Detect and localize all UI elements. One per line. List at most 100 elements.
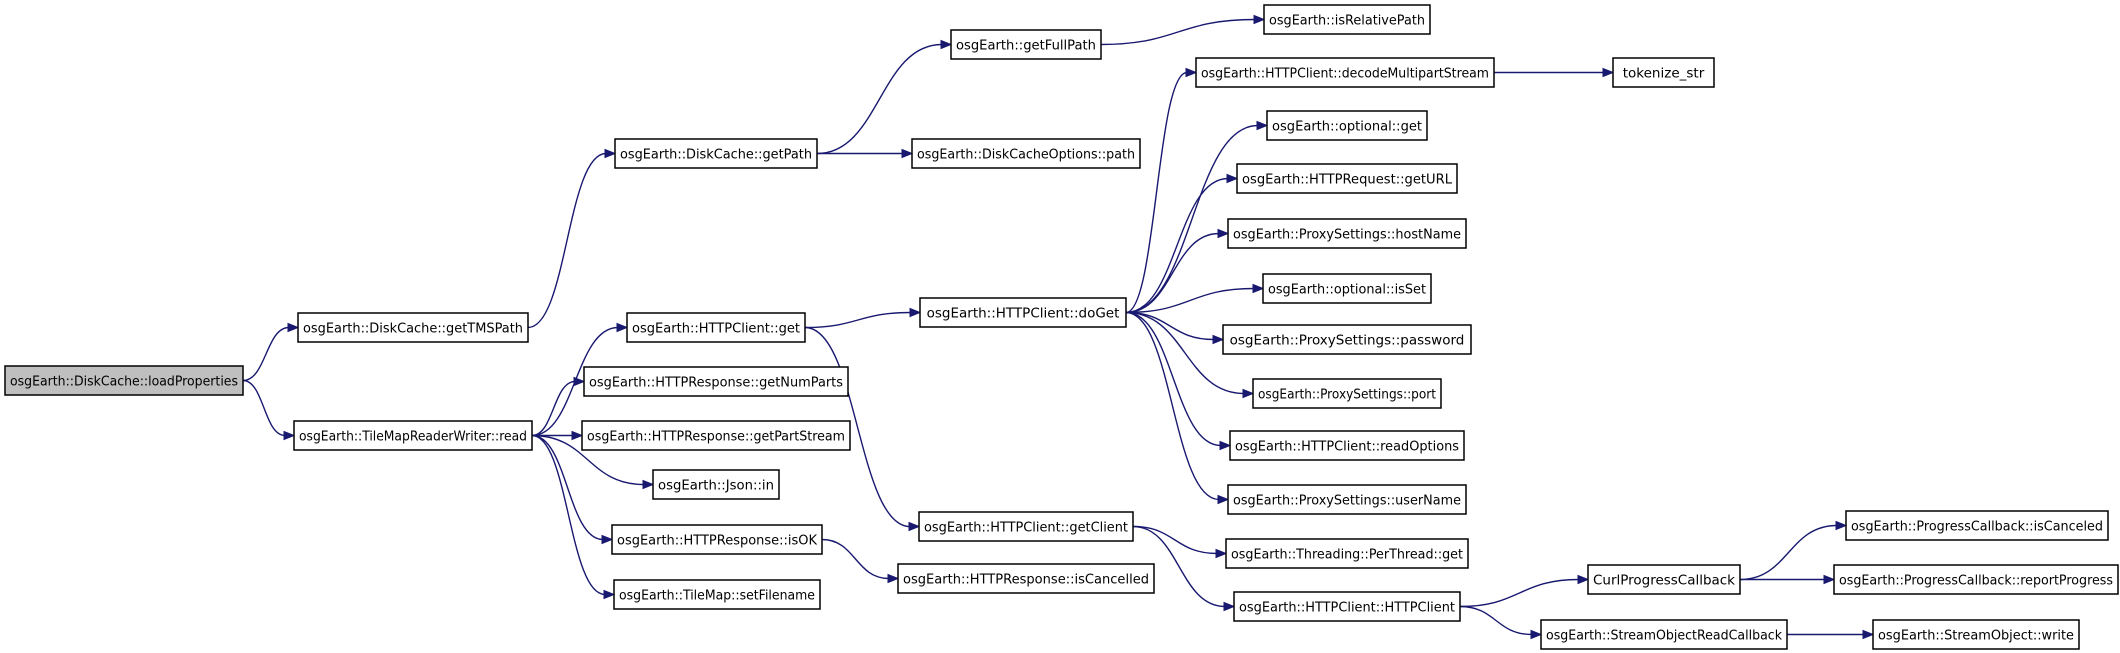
edge-arrowhead <box>1256 120 1269 131</box>
node-label: osgEarth::HTTPResponse::getPartStream <box>587 429 845 445</box>
edge-line <box>1132 525 1218 555</box>
node-box <box>1225 538 1469 569</box>
node-user-name[interactable]: osgEarth::ProxySettings::userName <box>1227 484 1467 515</box>
node-label: osgEarth::ProxySettings::hostName <box>1233 227 1461 243</box>
node-tokenize[interactable]: tokenize_str <box>1612 57 1715 88</box>
node-opt-get[interactable]: osgEarth::optional::get <box>1266 110 1428 141</box>
edge-arrowhead <box>642 479 655 490</box>
edge-do-get-to-user-name <box>1125 311 1230 505</box>
edge-line <box>816 43 943 155</box>
edge-line <box>1125 232 1220 314</box>
node-port[interactable]: osgEarth::ProxySettings::port <box>1252 378 1442 409</box>
edge-arrowhead <box>887 573 900 584</box>
node-label: osgEarth::isRelativePath <box>1269 13 1425 29</box>
node-box <box>611 524 823 555</box>
edge-arrowhead <box>601 534 614 545</box>
node-get-full-path[interactable]: osgEarth::getFullPath <box>950 29 1102 60</box>
node-http-get[interactable]: osgEarth::HTTPClient::get <box>626 312 806 343</box>
node-curl-progress[interactable]: CurlProgressCallback <box>1587 564 1741 595</box>
node-get-url[interactable]: osgEarth::HTTPRequest::getURL <box>1236 163 1458 194</box>
edge-do-get-to-read-options <box>1125 311 1232 451</box>
edge-arrowhead <box>603 589 616 600</box>
node-do-get[interactable]: osgEarth::HTTPClient::doGet <box>919 297 1127 328</box>
node-label: osgEarth::HTTPResponse::getNumParts <box>589 375 843 391</box>
node-box <box>614 138 818 169</box>
node-is-ok[interactable]: osgEarth::HTTPResponse::isOK <box>611 524 823 555</box>
node-label: osgEarth::HTTPRequest::getURL <box>1242 172 1452 188</box>
node-http-client-ctor[interactable]: osgEarth::HTTPClient::HTTPClient <box>1233 591 1461 622</box>
edge-arrowhead <box>1530 629 1543 640</box>
node-is-relative-path[interactable]: osgEarth::isRelativePath <box>1263 4 1431 35</box>
edge-line <box>1125 287 1255 314</box>
edge-http-get-to-do-get <box>804 307 922 329</box>
node-pc-is-canceled[interactable]: osgEarth::ProgressCallback::isCanceled <box>1845 510 2109 541</box>
edge-line <box>1100 18 1256 46</box>
node-load-properties[interactable]: osgEarth::DiskCache::loadProperties <box>4 365 244 396</box>
node-box <box>1845 510 2109 541</box>
node-label: osgEarth::ProxySettings::password <box>1230 333 1465 349</box>
node-stream-read-cb[interactable]: osgEarth::StreamObjectReadCallback <box>1540 619 1788 650</box>
node-box <box>918 511 1134 542</box>
node-read-options[interactable]: osgEarth::HTTPClient::readOptions <box>1229 430 1465 461</box>
node-tmrw-read[interactable]: osgEarth::TileMapReaderWriter::read <box>293 420 533 451</box>
node-box <box>1587 564 1741 595</box>
node-box <box>1263 4 1431 35</box>
edge-arrowhead <box>616 322 629 333</box>
edge-arrowhead <box>1252 283 1265 294</box>
node-box <box>1266 110 1428 141</box>
node-label: tokenize_str <box>1623 66 1705 82</box>
edge-arrowhead <box>604 148 617 159</box>
node-json-in[interactable]: osgEarth::Json::in <box>652 469 780 500</box>
edge-arrowhead <box>1602 67 1615 78</box>
node-per-thread-get[interactable]: osgEarth::Threading::PerThread::get <box>1225 538 1469 569</box>
node-label: osgEarth::HTTPClient::getClient <box>924 520 1128 536</box>
edge-line <box>1739 524 1838 581</box>
node-get-tmspath[interactable]: osgEarth::DiskCache::getTMSPath <box>297 312 529 343</box>
edge-load-properties-to-get-tmspath <box>242 322 300 382</box>
node-label: osgEarth::ProgressCallback::reportProgre… <box>1839 573 2113 589</box>
node-dco-path[interactable]: osgEarth::DiskCacheOptions::path <box>911 138 1141 169</box>
edge-arrowhead <box>1223 601 1236 612</box>
node-host-name[interactable]: osgEarth::ProxySettings::hostName <box>1227 218 1467 249</box>
node-decode-multipart[interactable]: osgEarth::HTTPClient::decodeMultipartStr… <box>1195 57 1495 88</box>
node-get-client[interactable]: osgEarth::HTTPClient::getClient <box>918 511 1134 542</box>
edge-line <box>821 538 890 580</box>
edge-tmrw-read-to-is-ok <box>531 434 614 545</box>
node-box <box>1236 163 1458 194</box>
node-label: osgEarth::StreamObjectReadCallback <box>1546 628 1782 644</box>
node-box <box>1540 619 1788 650</box>
edge-line <box>1125 311 1222 447</box>
node-label: osgEarth::optional::isSet <box>1268 282 1426 298</box>
node-is-set[interactable]: osgEarth::optional::isSet <box>1262 273 1432 304</box>
edge-line <box>242 379 286 437</box>
node-get-num-parts[interactable]: osgEarth::HTTPResponse::getNumParts <box>583 366 849 397</box>
edge-load-properties-to-tmrw-read <box>242 379 296 441</box>
edge-line <box>1125 124 1259 314</box>
node-get-path[interactable]: osgEarth::DiskCache::getPath <box>614 138 818 169</box>
node-so-write[interactable]: osgEarth::StreamObject::write <box>1872 619 2080 650</box>
edge-do-get-to-port <box>1125 311 1255 399</box>
node-password[interactable]: osgEarth::ProxySettings::password <box>1222 324 1472 355</box>
node-set-filename[interactable]: osgEarth::TileMap::setFilename <box>613 579 821 610</box>
edge-get-full-path-to-is-relative-path <box>1100 14 1266 46</box>
edge-line <box>527 152 607 329</box>
edge-line <box>242 326 290 382</box>
node-box <box>1252 378 1442 409</box>
edge-line <box>1459 605 1533 636</box>
node-is-cancelled[interactable]: osgEarth::HTTPResponse::isCancelled <box>897 563 1155 594</box>
node-label: osgEarth::TileMap::setFilename <box>619 588 815 604</box>
node-label: osgEarth::DiskCache::getTMSPath <box>303 321 523 337</box>
node-pc-report-progress[interactable]: osgEarth::ProgressCallback::reportProgre… <box>1833 564 2119 595</box>
edge-line <box>1132 525 1226 608</box>
edge-http-client-ctor-to-curl-progress <box>1459 574 1590 608</box>
edge-do-get-to-opt-get <box>1125 120 1269 314</box>
edge-line <box>1125 71 1188 314</box>
edge-arrowhead <box>1577 574 1590 585</box>
edge-arrowhead <box>1823 574 1836 585</box>
edge-line <box>1125 311 1245 395</box>
edge-tmrw-read-to-json-in <box>531 434 655 490</box>
edge-line <box>1125 311 1220 501</box>
edge-layer <box>242 14 1875 640</box>
node-get-part-stream[interactable]: osgEarth::HTTPResponse::getPartStream <box>581 420 851 451</box>
node-label: osgEarth::HTTPResponse::isOK <box>617 533 818 549</box>
